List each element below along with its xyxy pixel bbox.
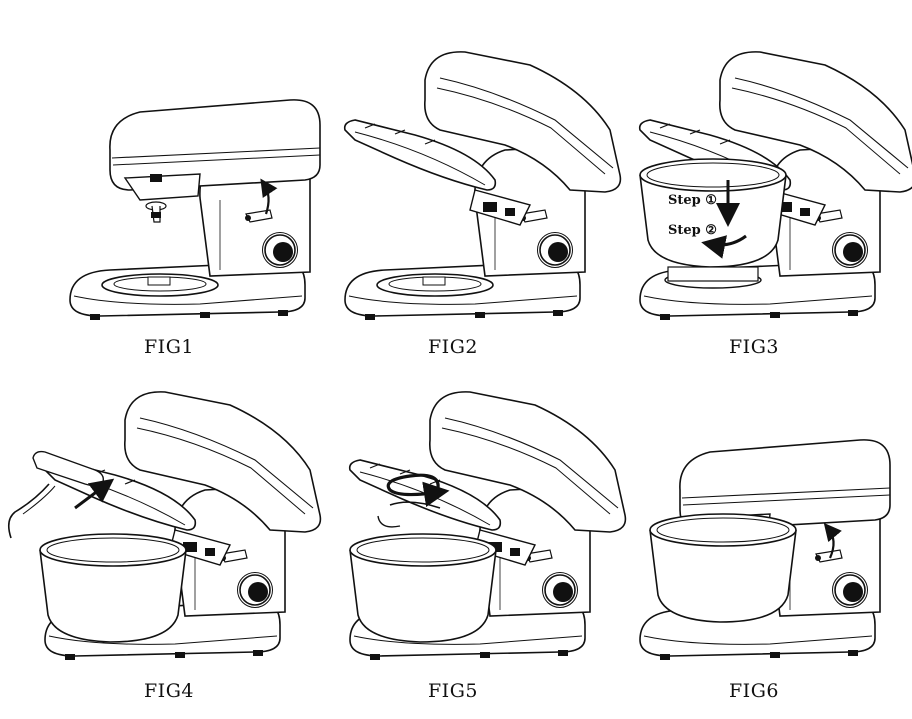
figure-6-ready-position — [639, 439, 891, 661]
step-1-label: Step ① — [668, 193, 717, 208]
figure-2-caption: FIG2 — [428, 336, 478, 358]
figure-4-attach-tool — [7, 391, 322, 661]
step-2-label: Step ② — [668, 223, 717, 238]
figure-1-mixer-head-down — [69, 99, 321, 321]
figure-4-caption: FIG4 — [144, 680, 194, 702]
figure-2-head-tilted — [343, 51, 622, 321]
figure-3-caption: FIG3 — [729, 336, 779, 358]
figure-6-caption: FIG6 — [729, 680, 779, 702]
figure-1-caption: FIG1 — [144, 336, 194, 358]
figure-3-bowl-insert: Step ① Step ② — [638, 51, 912, 321]
figure-5-rotate-tool — [348, 391, 627, 661]
figure-5-caption: FIG5 — [428, 680, 478, 702]
